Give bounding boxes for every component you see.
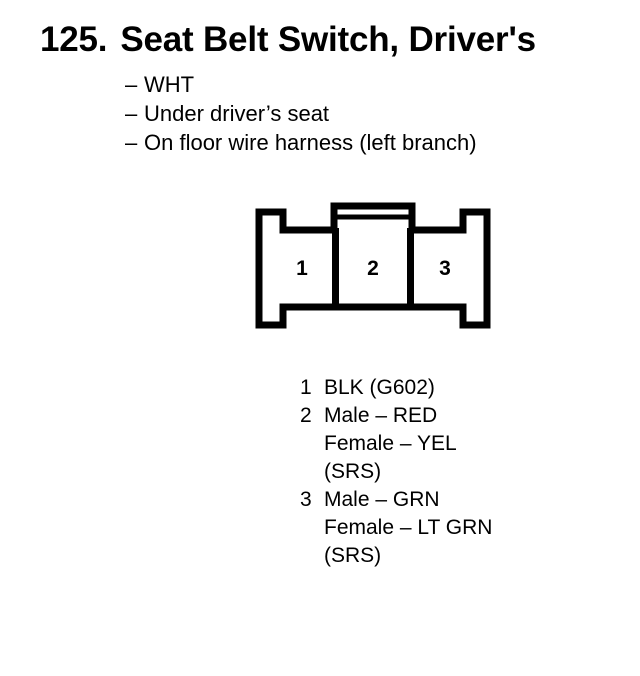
pin-legend-line: 2 Male – RED xyxy=(300,402,492,430)
pin-legend: 1 BLK (G602) 2 Male – RED Female – YEL (… xyxy=(300,374,492,570)
component-attribute-list: – WHT – Under driver’s seat – On floor w… xyxy=(125,70,477,157)
attribute-row: – WHT xyxy=(125,70,477,99)
pin-legend-line: Female – YEL xyxy=(300,430,492,458)
pin-legend-entry: 2 Male – RED Female – YEL (SRS) xyxy=(300,402,492,486)
page-title-number: 125. xyxy=(40,20,108,59)
dash-bullet-icon: – xyxy=(125,101,138,126)
page-title-text: Seat Belt Switch, Driver's xyxy=(120,20,536,59)
pin-description: Female – LT GRN xyxy=(324,516,493,539)
dash-bullet-icon: – xyxy=(125,130,138,155)
cavity-number-3: 3 xyxy=(439,257,451,280)
connector-outline xyxy=(255,202,491,329)
pin-description: (SRS) xyxy=(324,460,382,483)
pin-description: (SRS) xyxy=(324,544,382,567)
pin-legend-line: (SRS) xyxy=(300,458,492,486)
attribute-row: – On floor wire harness (left branch) xyxy=(125,128,477,157)
pin-description: BLK (G602) xyxy=(324,376,435,399)
pin-index: 3 xyxy=(300,488,312,511)
pin-index: 2 xyxy=(300,404,312,427)
pin-description: Male – RED xyxy=(324,404,438,427)
attribute-row: – Under driver’s seat xyxy=(125,99,477,128)
cavity-number-2: 2 xyxy=(367,257,379,280)
pin-description: Female – YEL xyxy=(324,432,457,455)
dash-bullet-icon: – xyxy=(125,72,138,97)
attribute-text: Under driver’s seat xyxy=(144,101,330,126)
pin-index: 1 xyxy=(300,376,312,399)
pin-legend-entry: 1 BLK (G602) xyxy=(300,374,492,402)
pin-legend-line: 1 BLK (G602) xyxy=(300,374,492,402)
connector-diagram: 1 2 3 xyxy=(255,200,500,335)
attribute-text: On floor wire harness (left branch) xyxy=(144,130,477,155)
pin-description: Male – GRN xyxy=(324,488,440,511)
page-title: 125. Seat Belt Switch, Driver's xyxy=(40,20,536,60)
pin-legend-line: (SRS) xyxy=(300,542,492,570)
pin-legend-line: 3 Male – GRN xyxy=(300,486,492,514)
pin-legend-entry: 3 Male – GRN Female – LT GRN (SRS) xyxy=(300,486,492,570)
pin-legend-line: Female – LT GRN xyxy=(300,514,492,542)
cavity-number-1: 1 xyxy=(296,257,308,280)
attribute-text: WHT xyxy=(144,72,195,97)
